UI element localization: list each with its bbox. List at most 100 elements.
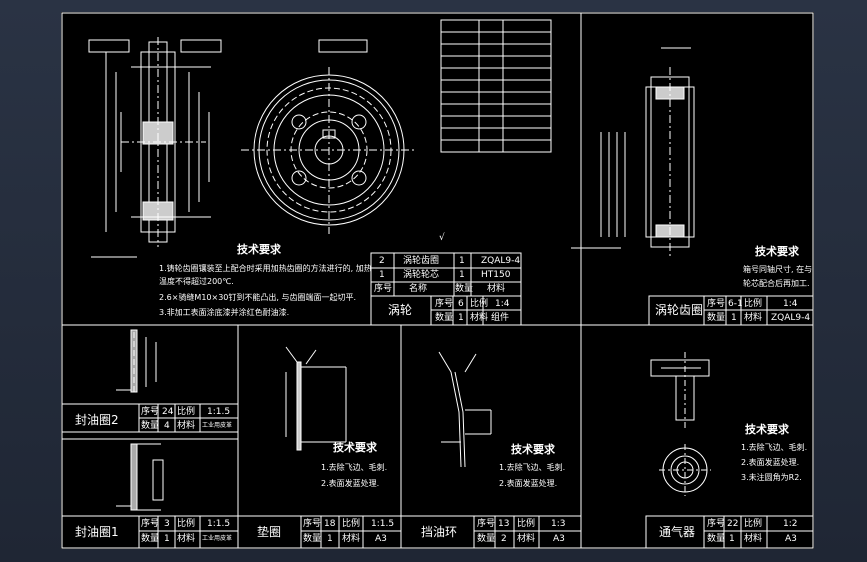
ring-qty: 1 xyxy=(731,313,737,323)
part-row-name: 涡轮齿圈 xyxy=(403,256,440,266)
vent-drawing xyxy=(650,352,711,496)
worm-ring-section xyxy=(600,47,695,257)
vent-note-3: 3.未注圆角为R2. xyxy=(741,473,802,482)
cad-drawing xyxy=(61,12,814,549)
vent-scale: 1:2 xyxy=(783,519,798,529)
seal2-seq-label: 序号 xyxy=(141,407,160,417)
wheel-title-name: 涡轮 xyxy=(388,303,413,317)
wheel-material: 组件 xyxy=(491,313,510,323)
seal2-qty-label: 数量 xyxy=(141,421,160,431)
vent-title-name: 通气器 xyxy=(659,525,696,539)
ring-scale-label: 比例 xyxy=(744,299,763,309)
worm-wheel-section xyxy=(105,37,211,247)
washer-seq: 18 xyxy=(324,519,336,529)
part-row-name: 涡轮轮芯 xyxy=(403,270,440,280)
wheel-seq-label: 序号 xyxy=(435,299,454,309)
vent-qty-label: 数量 xyxy=(707,534,726,544)
washer-drawing xyxy=(285,346,347,451)
washer-title-name: 垫圈 xyxy=(257,525,282,539)
wheel-note-4: 3.非加工表面涂底漆并涂红色耐油漆. xyxy=(159,308,290,317)
washer-seq-label: 序号 xyxy=(303,519,322,529)
washer-note-2: 2.表面发蓝处理. xyxy=(321,479,380,488)
parts-header-seq: 序号 xyxy=(374,284,393,294)
vent-title-frame xyxy=(645,515,814,549)
seal2-title-frame xyxy=(61,403,239,433)
gear-parameter-table xyxy=(440,19,552,153)
oilring-mat-label: 材料 xyxy=(517,534,536,544)
parts-header-qty: 数量 xyxy=(455,284,474,294)
vent-tech-title: 技术要求 xyxy=(745,423,789,436)
oilring-qty-label: 数量 xyxy=(477,534,496,544)
vent-note-1: 1.去除飞边、毛刺. xyxy=(741,443,808,452)
drawing-sheet: 技术要求 1.铸轮齿圈镶装至上配合时采用加热齿圈的方法进行的, 加热 温度不得超… xyxy=(61,12,814,549)
oilring-title-frame xyxy=(400,515,582,549)
parts-table-frame xyxy=(370,252,522,326)
seal1-scale: 1:1.5 xyxy=(207,519,231,529)
washer-material: A3 xyxy=(375,534,387,544)
part-row-seq: 2 xyxy=(379,256,385,266)
washer-mat-label: 材料 xyxy=(342,534,361,544)
washer-note-1: 1.去除飞边、毛刺. xyxy=(321,463,388,472)
seal2-drawing xyxy=(116,329,157,393)
oilring-seq-label: 序号 xyxy=(477,519,496,529)
parts-header-material: 材料 xyxy=(487,284,506,294)
seal2-material: 工业用皮革 xyxy=(202,422,233,429)
oilring-note-1: 1.去除飞边、毛刺. xyxy=(499,463,566,472)
vent-seq-label: 序号 xyxy=(707,519,726,529)
part-row-material: ZQAL9-4 xyxy=(481,256,521,266)
seal1-seq: 3 xyxy=(164,519,170,529)
ring-tech-title: 技术要求 xyxy=(755,245,799,258)
part-row-material: HT150 xyxy=(481,270,511,280)
seal1-drawing xyxy=(116,443,164,511)
oilring-seq: 13 xyxy=(498,519,510,529)
wheel-qty-label: 数量 xyxy=(435,313,454,323)
ring-mat-label: 材料 xyxy=(744,313,763,323)
ring-seq-label: 序号 xyxy=(707,299,726,309)
part-row-qty: 1 xyxy=(459,270,465,280)
vent-scale-label: 比例 xyxy=(744,519,763,529)
ring-material: ZQAL9-4 xyxy=(771,313,811,323)
seal2-scale-label: 比例 xyxy=(177,407,196,417)
oilring-qty: 2 xyxy=(501,534,507,544)
wheel-tech-title: 技术要求 xyxy=(237,243,281,256)
oilring-title-name: 挡油环 xyxy=(421,525,458,539)
wheel-note-1: 1.铸轮齿圈镶装至上配合时采用加热齿圈的方法进行的, 加热 xyxy=(159,264,372,273)
oilring-tech-title: 技术要求 xyxy=(511,443,555,456)
seal2-seq: 24 xyxy=(162,407,174,417)
seal1-qty: 1 xyxy=(164,534,170,544)
ring-qty-label: 数量 xyxy=(707,313,726,323)
seal2-title-name: 封油圈2 xyxy=(75,413,119,427)
washer-qty: 1 xyxy=(327,534,333,544)
part-row-qty: 1 xyxy=(459,256,465,266)
seal2-mat-label: 材料 xyxy=(177,421,196,431)
seal1-mat-label: 材料 xyxy=(177,534,196,544)
part-row-seq: 1 xyxy=(379,270,385,280)
vent-qty: 1 xyxy=(729,534,735,544)
washer-scale-label: 比例 xyxy=(342,519,361,529)
seal2-qty: 4 xyxy=(164,421,170,431)
ring-note-1: 箱号同轴尺寸, 在与 xyxy=(743,265,813,274)
ring-seq: 6-1 xyxy=(728,299,743,309)
worm-wheel-front-view xyxy=(241,67,417,234)
wheel-qty: 1 xyxy=(458,313,464,323)
wheel-note-3: 2.6×骑缝M10×30钉到不能凸出, 与齿圈端面一起切平. xyxy=(159,293,357,302)
vent-material: A3 xyxy=(785,534,797,544)
vent-note-2: 2.表面发蓝处理. xyxy=(741,458,800,467)
oilring-scale: 1:3 xyxy=(551,519,566,529)
parts-header-name: 名称 xyxy=(409,284,428,294)
vent-mat-label: 材料 xyxy=(744,534,763,544)
seal1-title-name: 封油圈1 xyxy=(75,525,119,539)
wheel-note-2: 温度不得超过200℃. xyxy=(159,277,234,286)
roughness-symbol-main: √ xyxy=(439,233,445,243)
seal1-seq-label: 序号 xyxy=(141,519,160,529)
wheel-mat-label: 材料 xyxy=(470,313,489,323)
washer-qty-label: 数量 xyxy=(303,534,322,544)
ring-scale: 1:4 xyxy=(783,299,798,309)
ring-title-name: 涡轮齿圈 xyxy=(655,303,704,317)
wheel-scale: 1:4 xyxy=(495,299,510,309)
wheel-seq: 6 xyxy=(458,299,464,309)
ring-note-2: 轮芯配合后再加工. xyxy=(743,279,810,288)
vent-seq: 22 xyxy=(727,519,739,529)
seal2-scale: 1:1.5 xyxy=(207,407,231,417)
wheel-scale-label: 比例 xyxy=(470,299,489,309)
